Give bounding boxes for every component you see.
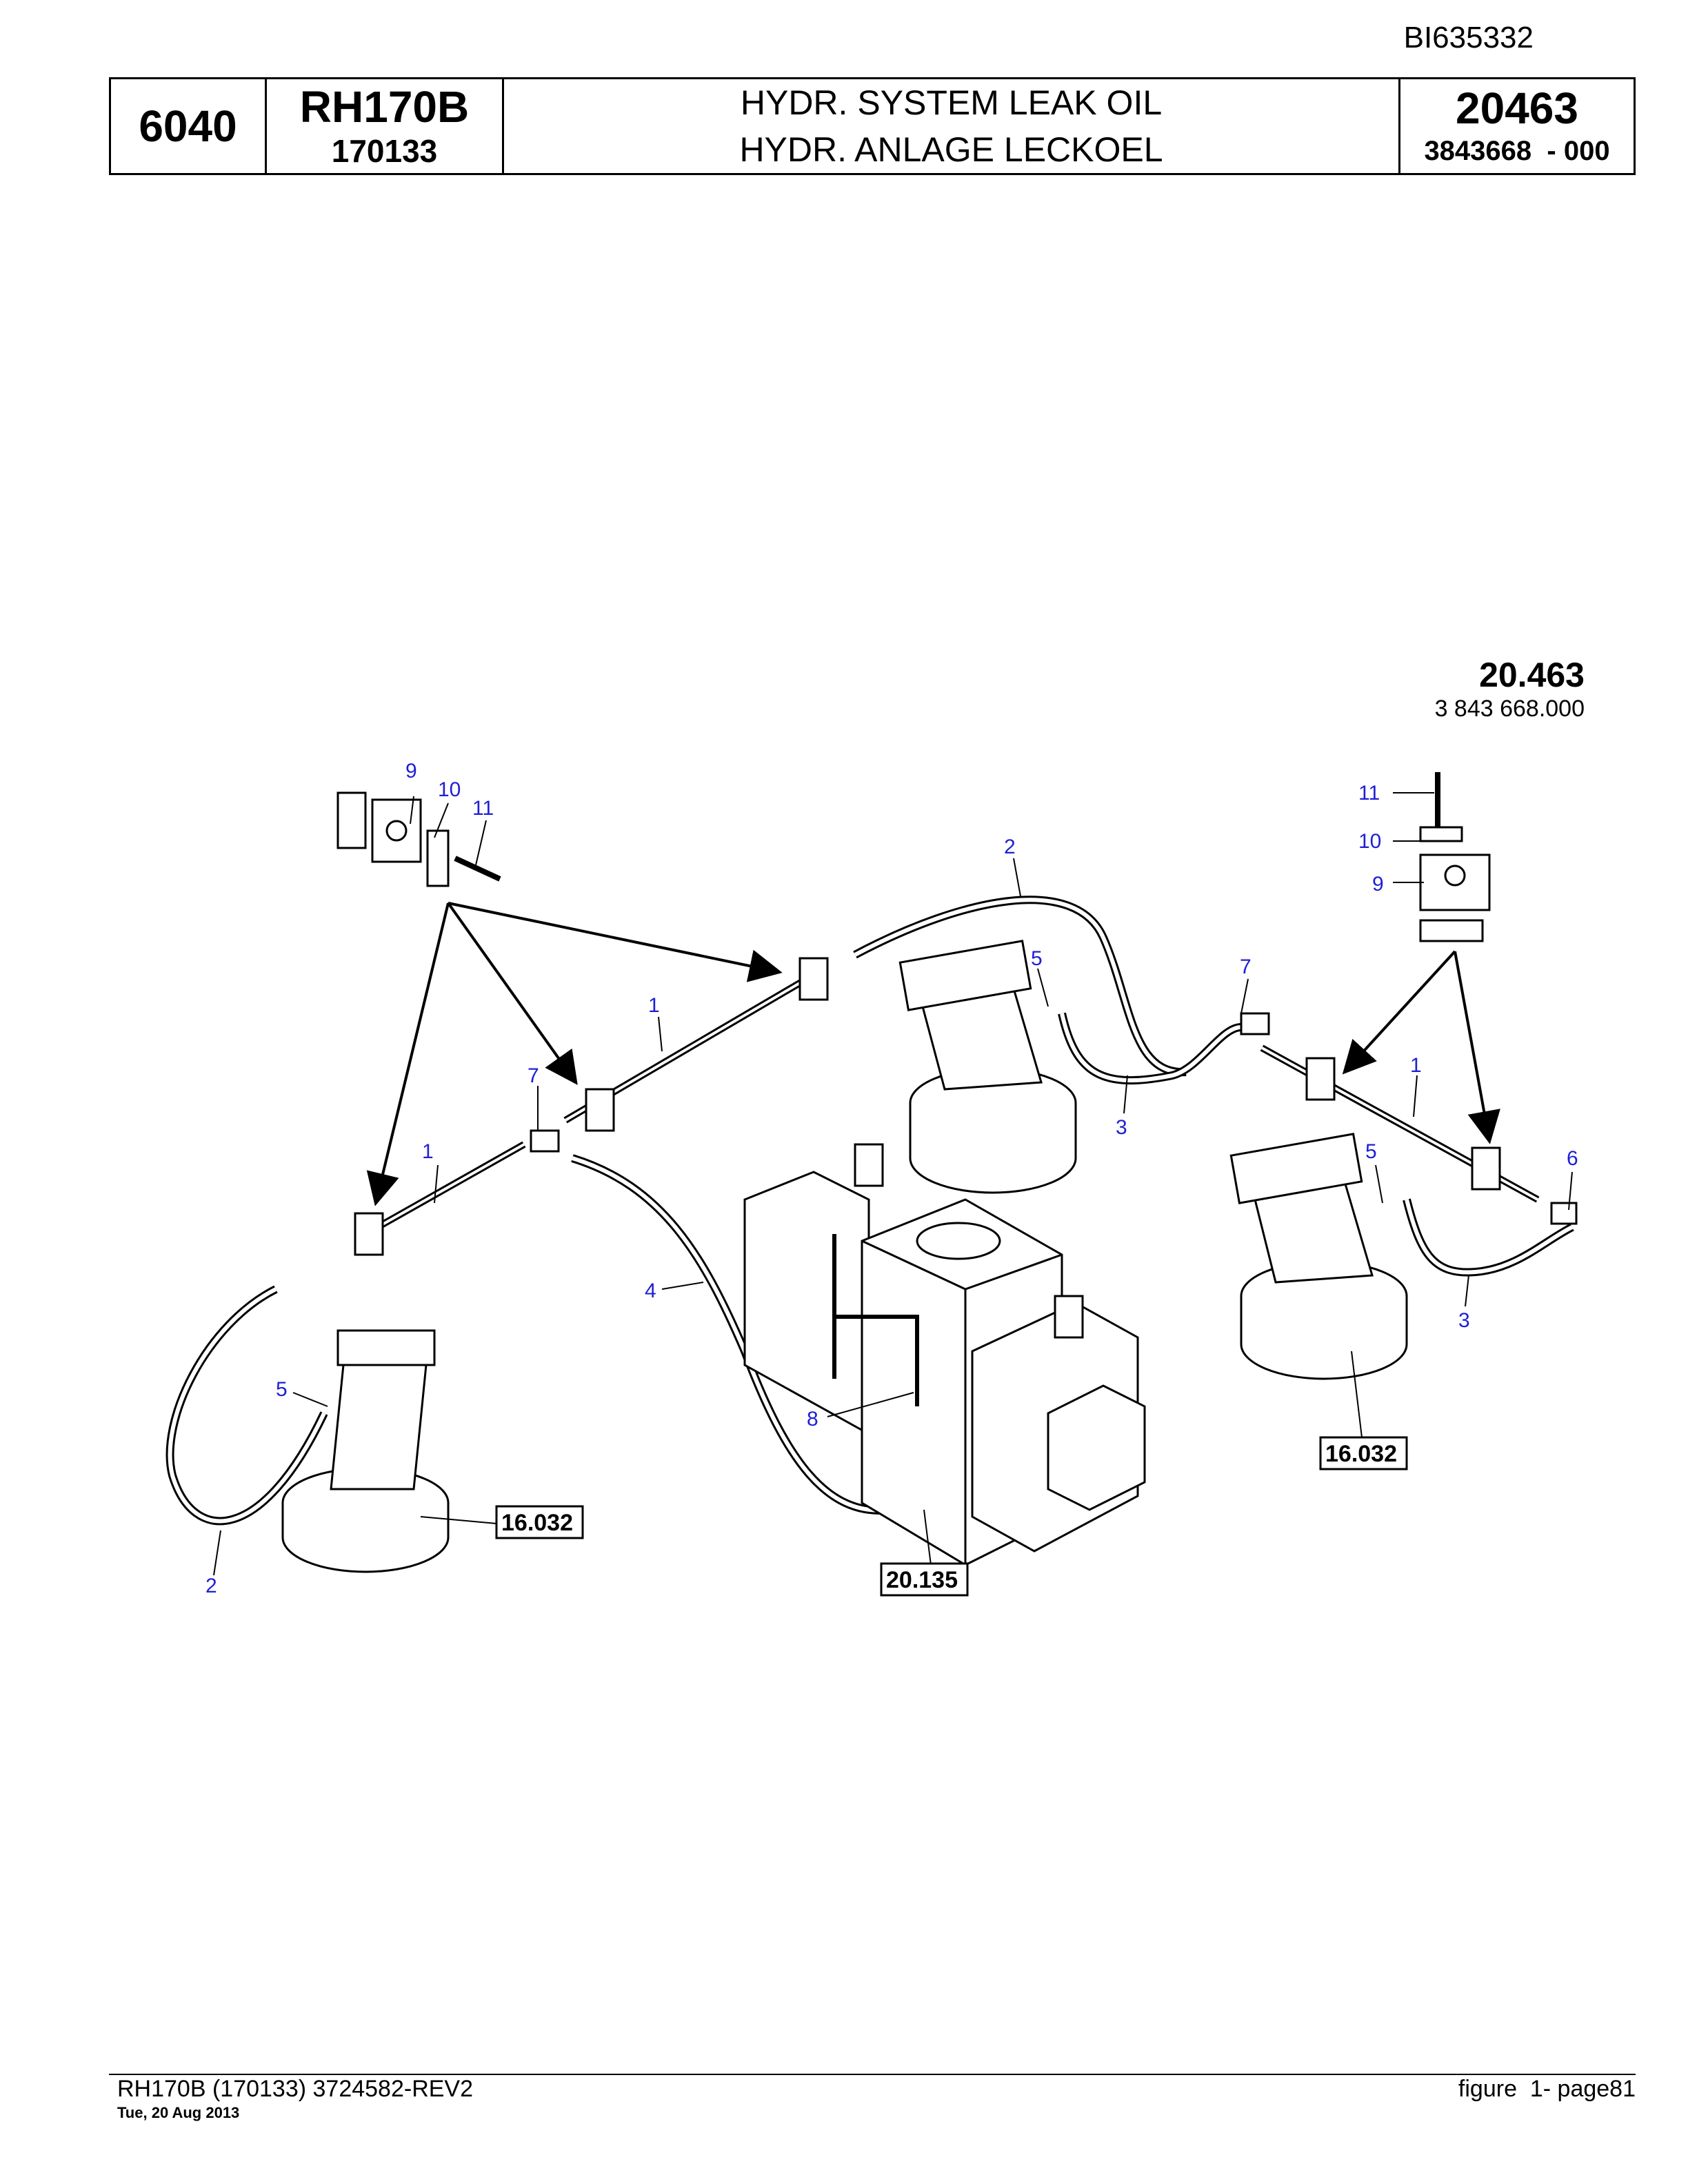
hose-3-right-inner bbox=[1405, 1199, 1574, 1275]
callout-11-left: 11 bbox=[472, 797, 494, 820]
motor-right bbox=[1229, 1133, 1408, 1380]
hose-2-left-inner bbox=[168, 1287, 326, 1524]
callout-3-top: 3 bbox=[1116, 1116, 1127, 1139]
callout-10-left: 10 bbox=[438, 778, 461, 801]
part-number: 3843668 - 000 bbox=[1424, 136, 1610, 166]
callout-9-left: 9 bbox=[405, 760, 417, 782]
footer-document-info: RH170B (170133) 3724582-REV2 bbox=[117, 2076, 474, 2102]
callout-3-right: 3 bbox=[1458, 1309, 1470, 1332]
group-number: 20463 bbox=[1456, 83, 1578, 133]
fitting-t-left bbox=[530, 1129, 560, 1153]
title-german: HYDR. ANLAGE LECKOEL bbox=[739, 130, 1163, 169]
hose-3-top-inner bbox=[1060, 1013, 1242, 1083]
ref-label-center: 20.135 bbox=[886, 1567, 958, 1593]
title-english: HYDR. SYSTEM LEAK OIL bbox=[740, 83, 1163, 122]
callout-1-right: 1 bbox=[1410, 1054, 1422, 1077]
model-name: RH170B bbox=[299, 82, 470, 132]
serial-number: 170133 bbox=[331, 133, 438, 169]
callout-5-right: 5 bbox=[1365, 1140, 1377, 1163]
motor-left bbox=[281, 1329, 450, 1573]
clamp-center-b bbox=[798, 957, 829, 1001]
document-id: BI635332 bbox=[1403, 21, 1534, 54]
callout-1-left: 1 bbox=[422, 1140, 434, 1163]
clamp-right-b bbox=[1471, 1146, 1501, 1191]
clamp-left bbox=[354, 1212, 384, 1256]
fitting-t-right bbox=[1240, 1012, 1270, 1035]
clamp-set-left bbox=[336, 791, 501, 887]
footer-date: Tue, 20 Aug 2013 bbox=[117, 2104, 240, 2121]
section-number: 6040 bbox=[139, 101, 237, 151]
callout-1-center: 1 bbox=[648, 994, 660, 1017]
footer-page: figure 1- page81 bbox=[1458, 2076, 1636, 2102]
pipe-assembly bbox=[165, 772, 1578, 1573]
ref-label-right: 16.032 bbox=[1325, 1441, 1397, 1467]
callout-7-left: 7 bbox=[528, 1064, 539, 1087]
ref-label-left: 16.032 bbox=[501, 1510, 573, 1536]
clamp-center-a bbox=[585, 1088, 615, 1132]
model-cell: RH170B 170133 bbox=[267, 79, 504, 173]
motor-top bbox=[898, 940, 1077, 1194]
footer-divider bbox=[109, 2074, 1636, 2075]
callout-6: 6 bbox=[1567, 1147, 1578, 1170]
reference-boxes: 16.032 16.032 20.135 bbox=[495, 1436, 1408, 1597]
callout-numbers: 9 10 11 1 1 7 2 5 7 3 1 5 6 3 5 2 4 8 11… bbox=[205, 760, 1578, 1597]
callout-2-left: 2 bbox=[205, 1575, 217, 1597]
section-cell: 6040 bbox=[111, 79, 267, 173]
hose-2-top-inner bbox=[854, 898, 1187, 1075]
callout-11-right: 11 bbox=[1358, 782, 1380, 805]
fitting-elbow-right bbox=[1550, 1202, 1578, 1225]
callout-4: 4 bbox=[645, 1280, 656, 1302]
ref-box-center bbox=[880, 1562, 969, 1597]
figure-group-code: 20.463 bbox=[1479, 656, 1585, 694]
ref-box-right bbox=[1319, 1436, 1408, 1470]
pipe-left-inner bbox=[365, 1143, 525, 1235]
callout-9-right: 9 bbox=[1372, 873, 1384, 896]
title-cell: HYDR. SYSTEM LEAK OIL HYDR. ANLAGE LECKO… bbox=[504, 79, 1400, 173]
callout-2-top: 2 bbox=[1004, 836, 1016, 858]
title-block: 6040 RH170B 170133 HYDR. SYSTEM LEAK OIL… bbox=[109, 77, 1636, 175]
leader-lines bbox=[213, 792, 1573, 1576]
ref-box-left bbox=[495, 1505, 584, 1539]
figure-reference: 20.463 3 843 668.000 bbox=[1435, 655, 1585, 722]
clamp-set-right bbox=[1419, 772, 1491, 942]
callout-10-right: 10 bbox=[1358, 830, 1381, 853]
callout-5-top: 5 bbox=[1031, 947, 1043, 970]
group-cell: 20463 3843668 - 000 bbox=[1400, 79, 1634, 173]
callout-8: 8 bbox=[807, 1408, 818, 1430]
callout-7-right: 7 bbox=[1240, 956, 1252, 978]
clamp-right-a bbox=[1305, 1057, 1336, 1101]
callout-5-left: 5 bbox=[276, 1378, 288, 1401]
valve-block bbox=[743, 1143, 1146, 1566]
indicator-arrows bbox=[366, 902, 1500, 1206]
figure-part-code: 3 843 668.000 bbox=[1434, 696, 1585, 722]
